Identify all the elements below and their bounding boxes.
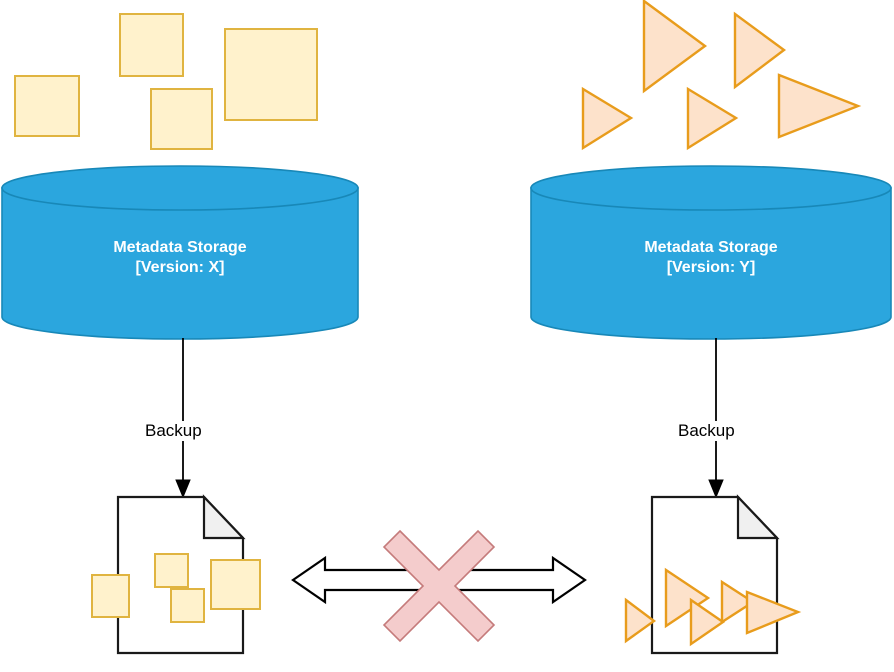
floating-square xyxy=(14,75,80,137)
floating-square xyxy=(150,88,213,150)
doc-triangle xyxy=(745,590,802,635)
cylinder-right[interactable] xyxy=(530,165,892,340)
document-left-squares-group xyxy=(91,553,261,623)
doc-square xyxy=(91,574,130,618)
doc-triangle xyxy=(664,567,711,629)
floating-triangle xyxy=(733,11,787,90)
right-floating-triangles-group xyxy=(581,0,862,151)
backup-arrow-left xyxy=(175,338,191,499)
backup-label-left: Backup xyxy=(142,421,205,441)
backup-label-right: Backup xyxy=(675,421,738,441)
floating-triangle xyxy=(581,86,634,151)
cylinder-left[interactable] xyxy=(1,165,359,340)
doc-square xyxy=(154,553,189,588)
floating-square xyxy=(224,28,318,121)
incompatible-cross-icon xyxy=(382,529,496,643)
floating-triangle xyxy=(777,73,862,139)
left-floating-squares-group xyxy=(14,13,318,150)
floating-square xyxy=(119,13,184,77)
doc-triangle xyxy=(624,597,657,644)
document-right-triangles-group xyxy=(624,567,802,647)
floating-triangle xyxy=(642,0,708,94)
floating-triangle xyxy=(686,86,739,151)
doc-triangle xyxy=(720,579,756,625)
doc-square xyxy=(170,588,205,623)
doc-square xyxy=(210,559,261,610)
backup-arrow-right xyxy=(708,338,724,499)
doc-triangle xyxy=(689,597,726,647)
